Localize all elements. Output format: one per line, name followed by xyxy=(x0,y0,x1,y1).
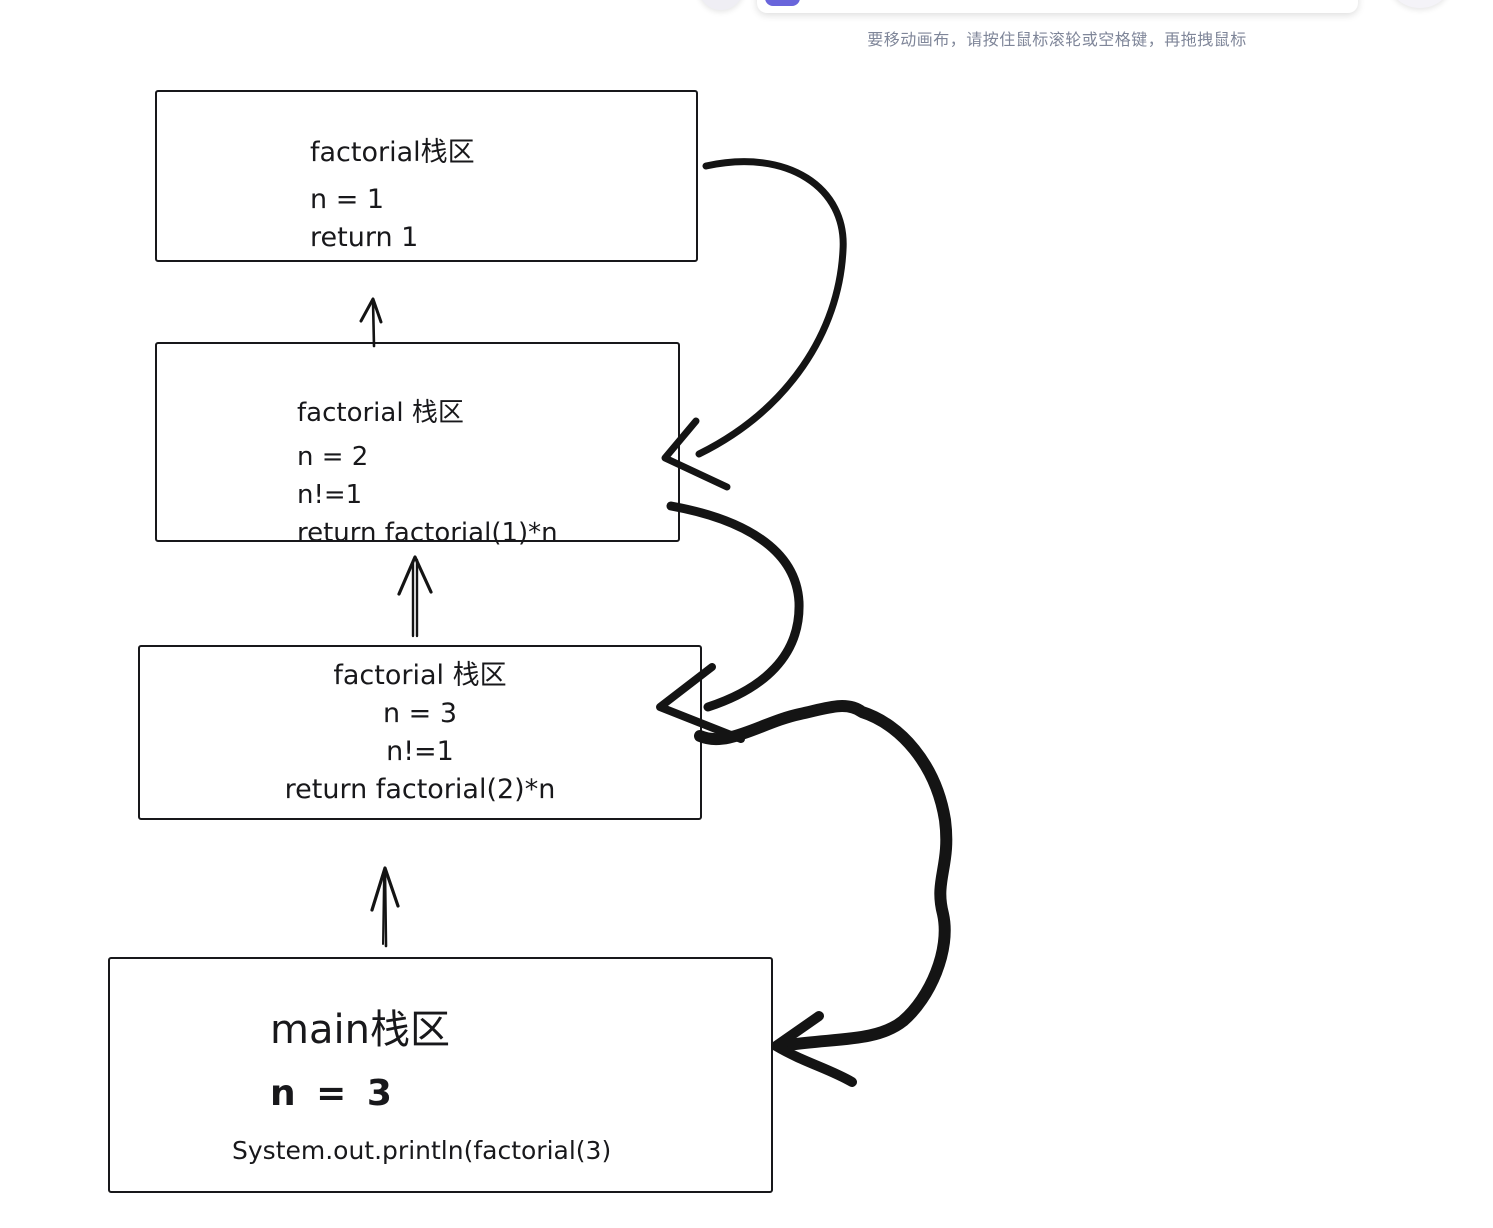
return-arrow-n1-to-n2[interactable] xyxy=(661,158,847,491)
arrowhead-icon xyxy=(359,297,383,324)
selected-tool-highlight[interactable] xyxy=(765,0,800,6)
arrowhead-icon xyxy=(397,555,433,596)
stack-frame-main[interactable]: main栈区 n = 3 System.out.println(factoria… xyxy=(108,957,773,1193)
frame-line: return 1 xyxy=(310,222,419,253)
canvas-pan-hint: 要移动画布，请按住鼠标滚轮或空格键，再拖拽鼠标 xyxy=(867,30,1247,49)
arrow-shaft xyxy=(694,700,953,1051)
arrowhead-icon xyxy=(771,1011,857,1087)
frame-title: factorial 栈区 xyxy=(297,398,464,428)
frame-title: factorial 栈区 xyxy=(333,660,507,691)
frame-line: return factorial(2)*n xyxy=(284,774,556,805)
arrow-shaft xyxy=(666,501,804,712)
frame-line: return factorial(1)*n xyxy=(297,518,558,548)
arrow-shaft xyxy=(382,872,385,945)
frame-line: n = 3 xyxy=(270,1073,396,1114)
frame-line: n = 1 xyxy=(310,184,385,215)
frame-line: n = 3 xyxy=(382,698,458,729)
return-arrow-n2-to-n3[interactable] xyxy=(656,501,804,743)
arrowhead-icon xyxy=(370,866,400,912)
frame-line: n!=1 xyxy=(297,480,363,510)
frame-line: n = 2 xyxy=(297,442,369,472)
stack-frame-factorial-n2[interactable]: factorial 栈区 n = 2 n!=1 return factorial… xyxy=(155,342,680,548)
arrowhead-icon xyxy=(661,417,731,491)
top-toolbar[interactable] xyxy=(757,0,1358,13)
up-arrow-n3-to-n2[interactable] xyxy=(397,555,433,638)
stack-frame-factorial-n1[interactable]: factorial栈区 n = 1 return 1 xyxy=(155,90,698,262)
arrow-shaft xyxy=(383,869,388,948)
arrow-shaft xyxy=(371,299,376,348)
frame-line: n!=1 xyxy=(386,736,454,767)
up-arrow-main-to-n3[interactable] xyxy=(370,866,400,948)
up-arrow-n2-to-n1[interactable] xyxy=(359,297,383,348)
frame-title: main栈区 xyxy=(270,1007,450,1053)
frame-line: System.out.println(factorial(3) xyxy=(232,1136,612,1165)
toolbar-left-button[interactable] xyxy=(698,0,744,10)
return-arrow-n3-to-main[interactable] xyxy=(694,700,953,1087)
frame-title: factorial栈区 xyxy=(310,137,475,168)
arrowhead-icon xyxy=(656,663,745,743)
stack-frame-factorial-n3[interactable]: factorial 栈区 n = 3 n!=1 return factorial… xyxy=(138,645,702,820)
toolbar-right-button[interactable] xyxy=(1390,0,1450,8)
arrow-shaft xyxy=(695,158,847,458)
